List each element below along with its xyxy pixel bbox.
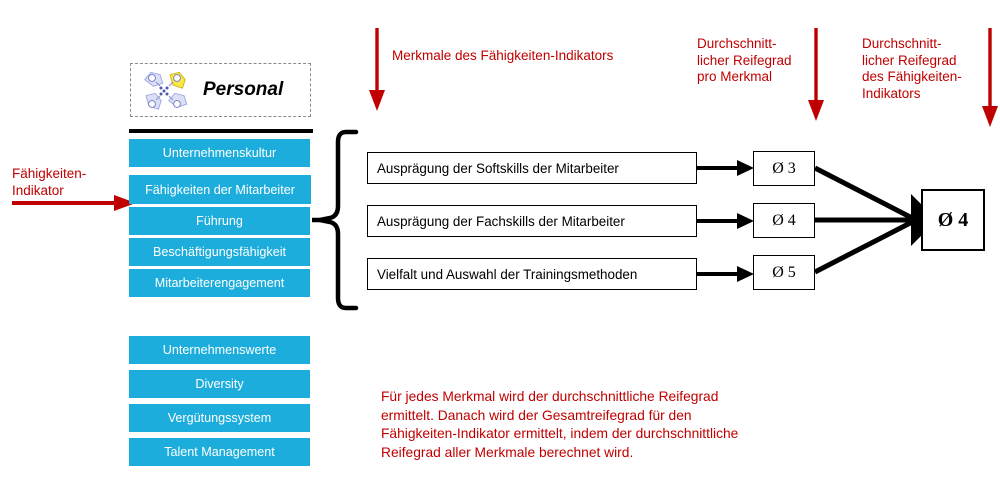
footnote-text: Für jedes Merkmal wird der durchschnittl… <box>381 389 739 460</box>
pinwheel-tags-icon <box>144 71 188 110</box>
merkmal-label: Vielfalt und Auswahl der Trainingsmethod… <box>377 266 638 282</box>
sidebar-item-talent-management[interactable]: Talent Management <box>129 438 310 466</box>
sidebar-item-label: Diversity <box>195 377 244 391</box>
sidebar-group-one: Unternehmenskultur Fähigkeiten der Mitar… <box>129 139 329 297</box>
average-box-softskills: Ø 3 <box>753 151 815 186</box>
sidebar-item-verguetungssystem[interactable]: Vergütungssystem <box>129 404 310 432</box>
annotation-left-label: Fähigkeiten- Indikator <box>12 166 87 198</box>
sidebar-item-label: Mitarbeiterengagement <box>154 276 285 290</box>
sidebar-item-faehigkeiten-der-mitarbeiter[interactable]: Fähigkeiten der Mitarbeiter <box>129 175 311 204</box>
merkmal-box-softskills[interactable]: Ausprägung der Softskills der Mitarbeite… <box>367 152 697 184</box>
merkmal-box-trainingsmethoden[interactable]: Vielfalt und Auswahl der Trainingsmethod… <box>367 258 697 290</box>
average-box-trainingsmethoden: Ø 5 <box>753 255 815 290</box>
arrow-fachskills-to-average <box>697 213 754 229</box>
merkmal-box-fachskills[interactable]: Ausprägung der Fachskills der Mitarbeite… <box>367 205 697 237</box>
sidebar-item-mitarbeiterengagement[interactable]: Mitarbeiterengagement <box>129 269 310 297</box>
sidebar-item-beschaeftigungsfaehigkeit[interactable]: Beschäftigungsfähigkeit <box>129 238 310 266</box>
average-value: Ø 4 <box>772 211 796 229</box>
merkmal-label: Ausprägung der Fachskills der Mitarbeite… <box>377 213 625 229</box>
average-value: Ø 5 <box>772 263 796 281</box>
sidebar-item-label: Führung <box>196 214 243 228</box>
annotation-top-far-right-label: Durchschnitt- licher Reifegrad des Fähig… <box>862 36 962 101</box>
top-right-red-arrow <box>808 28 824 121</box>
average-value: Ø 3 <box>772 159 796 177</box>
personal-header-box: Personal <box>130 63 311 117</box>
total-average-box: Ø 4 <box>921 189 985 251</box>
left-red-arrow <box>12 195 136 211</box>
curly-brace <box>312 129 359 311</box>
sidebar-item-label: Talent Management <box>164 445 275 459</box>
top-far-right-red-arrow <box>982 28 998 127</box>
arrow-softskills-to-average <box>697 160 754 176</box>
average-box-fachskills: Ø 4 <box>753 203 815 238</box>
annotation-top-right-label: Durchschnitt- licher Reifegrad pro Merkm… <box>697 36 792 84</box>
sidebar-item-label: Unternehmenswerte <box>162 343 277 357</box>
sidebar-item-diversity[interactable]: Diversity <box>129 370 310 398</box>
arrow-trainingsmethoden-to-average <box>697 266 754 282</box>
sidebar-item-label: Beschäftigungsfähigkeit <box>152 245 287 259</box>
converging-arrows-to-total <box>813 165 937 275</box>
sidebar-group-two: Unternehmenswerte Diversity Vergütungssy… <box>129 336 329 466</box>
total-average-value: Ø 4 <box>937 208 969 231</box>
sidebar-item-label: Vergütungssystem <box>167 411 272 425</box>
annotation-top-center-label: Merkmale des Fähigkeiten-Indikators <box>392 48 614 63</box>
sidebar-item-label: Fähigkeiten der Mitarbeiter <box>145 182 295 197</box>
sidebar-item-unternehmenswerte[interactable]: Unternehmenswerte <box>129 336 310 364</box>
personal-title: Personal <box>203 79 284 100</box>
sidebar-item-unternehmenskultur[interactable]: Unternehmenskultur <box>129 139 310 167</box>
sidebar-item-fuehrung[interactable]: Führung <box>129 207 310 235</box>
sidebar-divider <box>129 129 313 133</box>
top-center-red-arrow <box>369 28 385 111</box>
sidebar-item-label: Unternehmenskultur <box>162 146 277 160</box>
merkmal-label: Ausprägung der Softskills der Mitarbeite… <box>377 160 619 176</box>
